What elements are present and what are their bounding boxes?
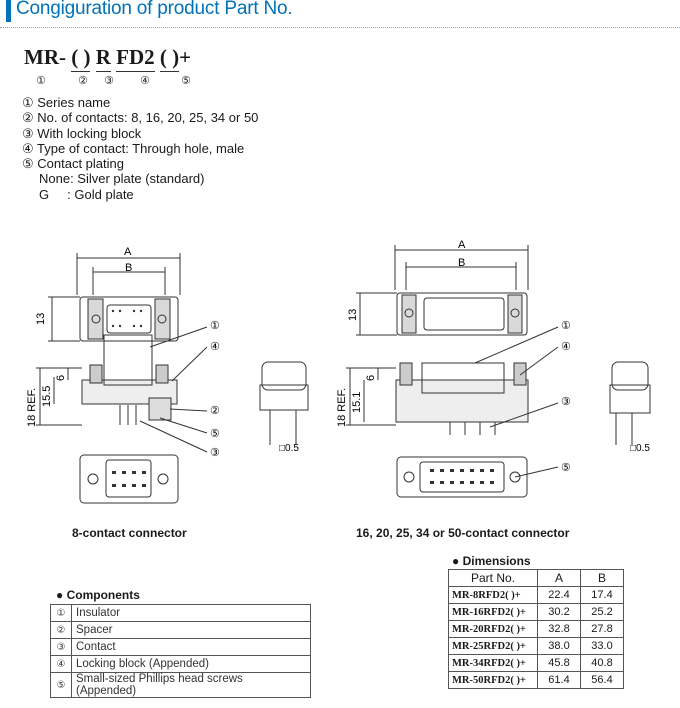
dim-b-label: B [458, 257, 465, 269]
dim-15-1-label: 15.1 [351, 392, 363, 413]
callout-3: ③ [561, 396, 571, 408]
dim-15-5-label: 15.5 [41, 386, 53, 407]
pn-marker-5: ⑤ [181, 74, 191, 87]
dim-a-label: A [458, 239, 466, 251]
dim-6-label: 6 [55, 375, 67, 381]
title-accent-bar [6, 0, 11, 22]
dim-b-label: B [125, 262, 132, 274]
pn-seg-plus: + [179, 45, 192, 69]
caption-8-contact: 8-contact connector [72, 526, 187, 540]
legend-item: G : Gold plate [39, 186, 134, 202]
dim-13-label: 13 [35, 313, 47, 325]
legend-item: ② No. of contacts: 8, 16, 20, 25, 34 or … [22, 110, 259, 126]
callout-3: ③ [210, 447, 220, 459]
pn-marker-2: ② [78, 74, 88, 87]
legend-item: ⑤ Contact plating [22, 156, 124, 172]
pn-marker-4: ④ [140, 74, 150, 87]
dim-13-label: 13 [347, 309, 359, 321]
pn-seg-r: R [95, 45, 111, 72]
pitch-label: □0.5 [279, 443, 299, 454]
dim-6-label: 6 [365, 375, 377, 381]
dim-a-label: A [124, 246, 132, 258]
col-header-b: B [580, 569, 624, 587]
pn-marker-1: ① [36, 74, 46, 87]
pn-seg-mr: MR- [24, 45, 66, 69]
components-title: ● Components [56, 588, 140, 602]
part-number-legend: ① Series name ② No. of contacts: 8, 16, … [22, 95, 258, 202]
callout-5: ⑤ [561, 462, 571, 474]
legend-item: ① Series name [22, 95, 111, 110]
col-header-a: A [537, 569, 581, 587]
legend-item: ④ Type of contact: Through hole, male [22, 140, 245, 156]
caption-multi-contact: 16, 20, 25, 34 or 50-contact connector [356, 526, 570, 540]
col-header-part: Part No. [448, 569, 538, 587]
callout-1: ① [210, 320, 220, 332]
callout-1: ① [561, 320, 571, 332]
dimensions-title: ● Dimensions [452, 554, 531, 568]
title-divider [0, 27, 680, 28]
pn-seg-plating: ( ) [159, 45, 180, 72]
callout-4: ④ [561, 341, 571, 353]
dim-18-ref-label: 18 REF. [336, 388, 348, 427]
legend-item: None: Silver plate (standard) [39, 171, 205, 187]
callout-5: ⑤ [210, 428, 220, 440]
pn-marker-3: ③ [104, 74, 114, 87]
pn-seg-fd2: FD2 [116, 45, 155, 72]
pn-seg-contacts: ( ) [71, 45, 91, 72]
drawing-8-contact: A B 13 6 15.5 18 REF. □0.5 ① ④ ② ⑤ ③ [26, 246, 309, 504]
page-title: Congiguration of product Part No. [16, 0, 293, 19]
dim-18-ref-label: 18 REF. [26, 388, 38, 427]
callout-2: ② [210, 405, 220, 417]
pitch-label: □0.5 [630, 443, 650, 454]
drawing-multi-contact: A B 13 6 15.1 18 REF. □0.5 ① ④ ③ ⑤ [336, 239, 651, 498]
legend-item: ③ With locking block [22, 125, 142, 141]
table-header-row: Part No. A B [448, 569, 624, 587]
part-number-code: MR- ( ) R FD2 ( )+ [24, 45, 191, 72]
callout-4: ④ [210, 341, 220, 353]
